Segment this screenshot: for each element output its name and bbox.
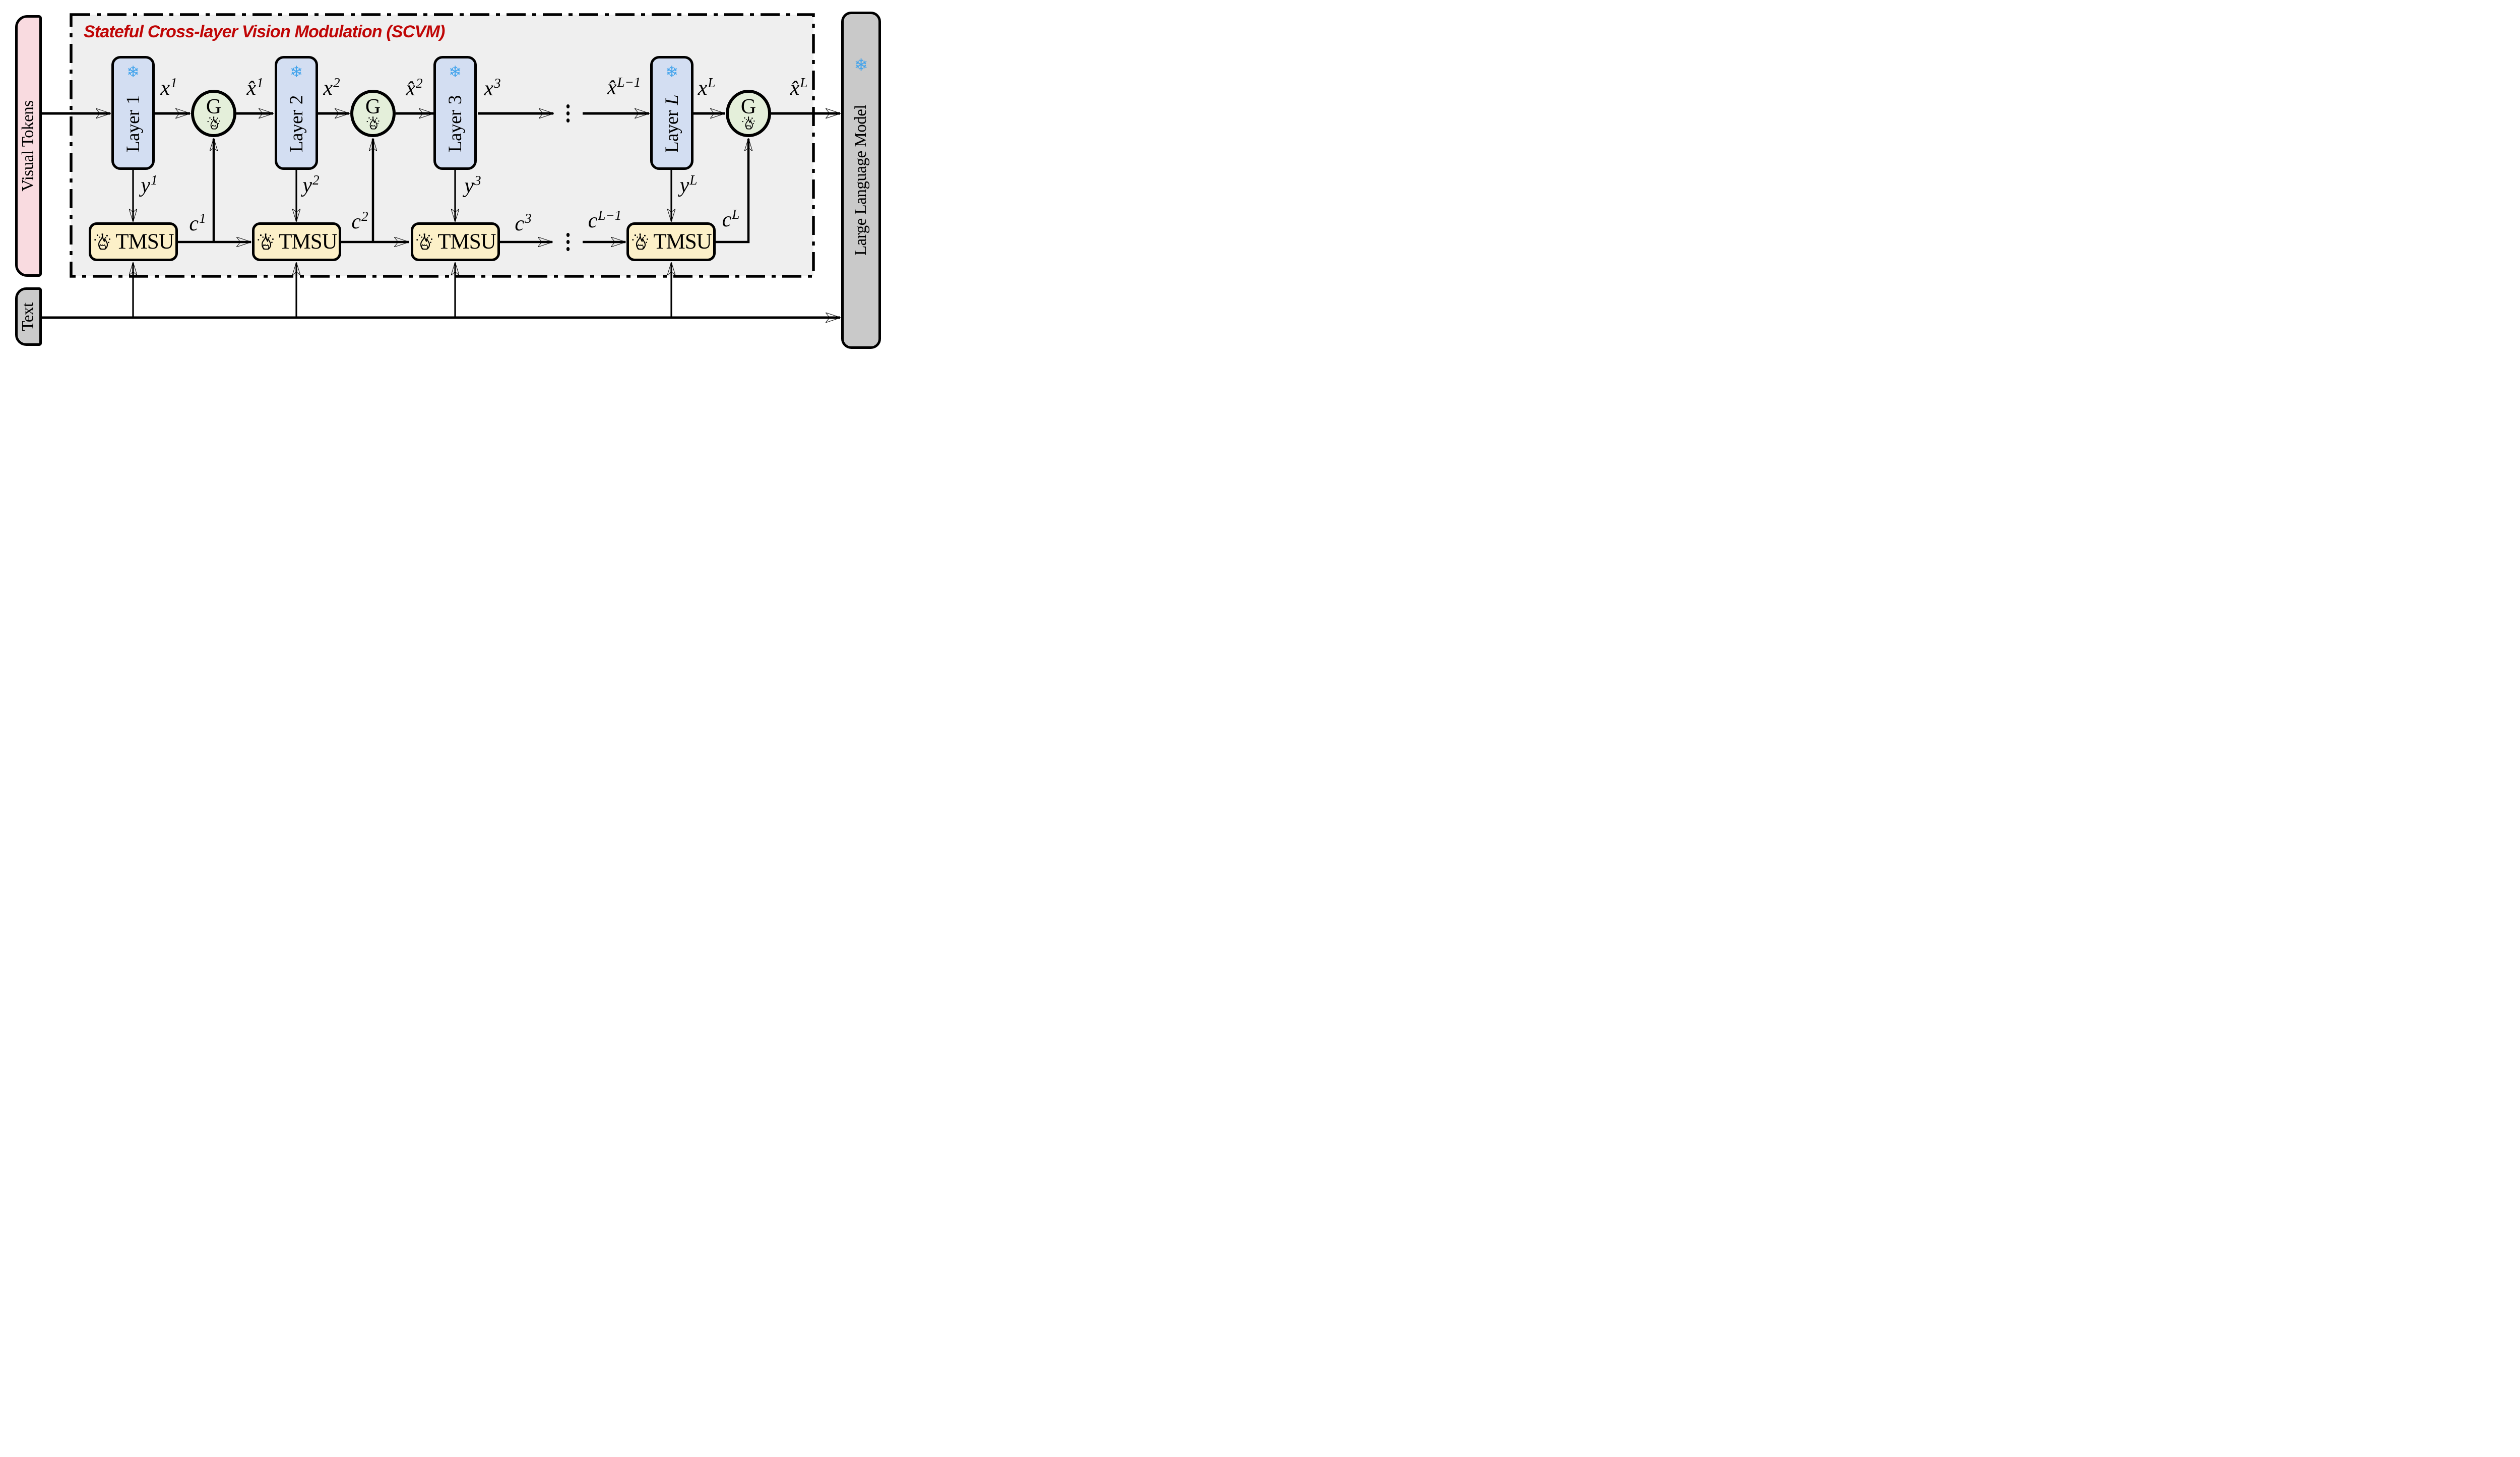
scvm-architecture-diagram: Stateful Cross-layer Vision Modulation (… (0, 0, 899, 364)
text-label: Text (19, 302, 38, 331)
gate-label: G (206, 95, 222, 119)
fire-icon (416, 232, 433, 250)
block-tmsu-2: TMSU (252, 222, 341, 261)
block-visual-tokens: Visual Tokens (15, 15, 42, 277)
label-c3: c3 (515, 211, 532, 235)
gate-g1: G (191, 90, 236, 137)
snowflake-icon: ❄ (665, 63, 678, 81)
fire-icon (632, 232, 649, 250)
tmsu-label: TMSU (279, 230, 337, 254)
tmsu-label: TMSU (115, 230, 174, 254)
layer2-label: Layer2 (286, 95, 307, 152)
fire-icon (257, 232, 275, 250)
ellipsis-dots-tmsu-row (566, 233, 570, 251)
label-c2: c2 (351, 209, 368, 233)
fire-icon (366, 116, 380, 130)
block-layer-1: ❄ Layer1 (111, 56, 155, 170)
block-tmsu-L: TMSU (626, 222, 716, 261)
fire-icon (94, 232, 111, 250)
label-c1: c1 (189, 211, 206, 235)
ellipsis-dots-main-row (566, 104, 570, 123)
label-xhatL: x̂L (790, 75, 808, 100)
snowflake-icon: ❄ (290, 63, 303, 81)
snowflake-icon: ❄ (449, 63, 462, 81)
block-tmsu-1: TMSU (89, 222, 178, 261)
label-x1: x1 (160, 75, 177, 100)
label-xhat1: x̂1 (246, 75, 264, 100)
snowflake-icon: ❄ (854, 55, 868, 75)
label-xL: xL (698, 75, 716, 100)
label-x3: x3 (484, 76, 501, 100)
fire-icon (741, 116, 755, 130)
block-layer-2: ❄ Layer2 (275, 56, 318, 170)
llm-label: Large Language Model (852, 104, 870, 256)
gate-g3: G (726, 90, 771, 137)
fire-icon (207, 116, 221, 130)
tmsu-label: TMSU (653, 230, 712, 254)
block-layer-3: ❄ Layer3 (433, 56, 477, 170)
block-layer-L: ❄ LayerL (650, 56, 694, 170)
label-y2: y2 (302, 172, 320, 197)
arrow-cL-to-gate3 (716, 139, 748, 244)
label-cL-1: cL−1 (588, 208, 622, 232)
gate-label: G (740, 95, 757, 119)
scvm-dashdot-border (70, 13, 815, 278)
visual-tokens-label: Visual Tokens (19, 100, 37, 192)
label-x2: x2 (323, 75, 340, 100)
label-yL: yL (679, 172, 698, 197)
connection-wires (42, 13, 899, 364)
label-xhat2: x̂2 (406, 76, 423, 100)
tmsu-label: TMSU (437, 230, 496, 254)
gate-g2: G (350, 90, 396, 137)
label-cL: cL (722, 207, 740, 231)
block-tmsu-3: TMSU (411, 222, 500, 261)
snowflake-icon: ❄ (127, 63, 140, 81)
layer3-label: Layer3 (445, 95, 466, 152)
label-xhatL-1: x̂L−1 (607, 75, 641, 99)
scvm-title: Stateful Cross-layer Vision Modulation (… (84, 22, 445, 41)
layerL-label: LayerL (661, 95, 682, 153)
block-large-language-model: ❄ Large Language Model (841, 12, 881, 349)
block-text: Text (15, 287, 42, 346)
label-y3: y3 (464, 173, 481, 198)
gate-label: G (365, 95, 381, 119)
label-y1: y1 (141, 172, 158, 197)
layer1-label: Layer1 (122, 95, 144, 152)
